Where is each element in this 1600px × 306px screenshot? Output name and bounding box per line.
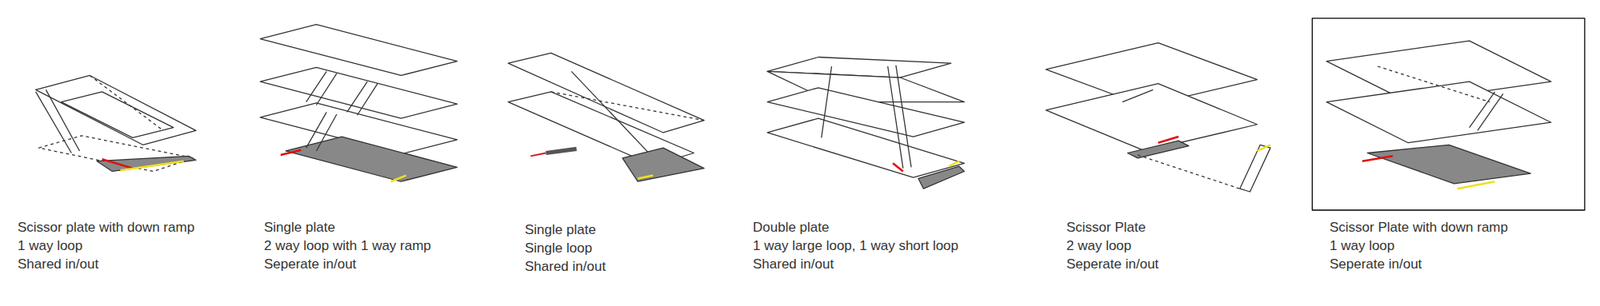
caption-line: Seperate in/out bbox=[1329, 256, 1422, 273]
caption-line: 1 way loop bbox=[1329, 237, 1395, 255]
caption-line: 2 way loop bbox=[1066, 237, 1132, 255]
caption-line: 1 way loop bbox=[17, 237, 83, 255]
caption-line: Scissor plate with down ramp bbox=[17, 219, 195, 236]
caption-line: Shared in/out bbox=[524, 258, 606, 276]
caption-line: 2 way loop with 1 way ramp bbox=[264, 237, 432, 255]
caption-line: Single plate bbox=[524, 221, 596, 239]
caption-line: Single loop bbox=[524, 240, 592, 257]
caption-line: Scissor Plate with down ramp bbox=[1329, 219, 1508, 236]
caption-line: Scissor Plate bbox=[1066, 219, 1146, 236]
caption-line: Seperate in/out bbox=[264, 256, 356, 273]
caption-line: Double plate bbox=[752, 219, 829, 236]
caption-line: Seperate in/out bbox=[1066, 256, 1159, 273]
caption-line: Single plate bbox=[264, 219, 336, 236]
caption-line: Shared in/out bbox=[17, 256, 99, 273]
caption-line: Shared in/out bbox=[752, 256, 834, 273]
caption-line: 1 way large loop, 1 way short loop bbox=[752, 237, 959, 255]
